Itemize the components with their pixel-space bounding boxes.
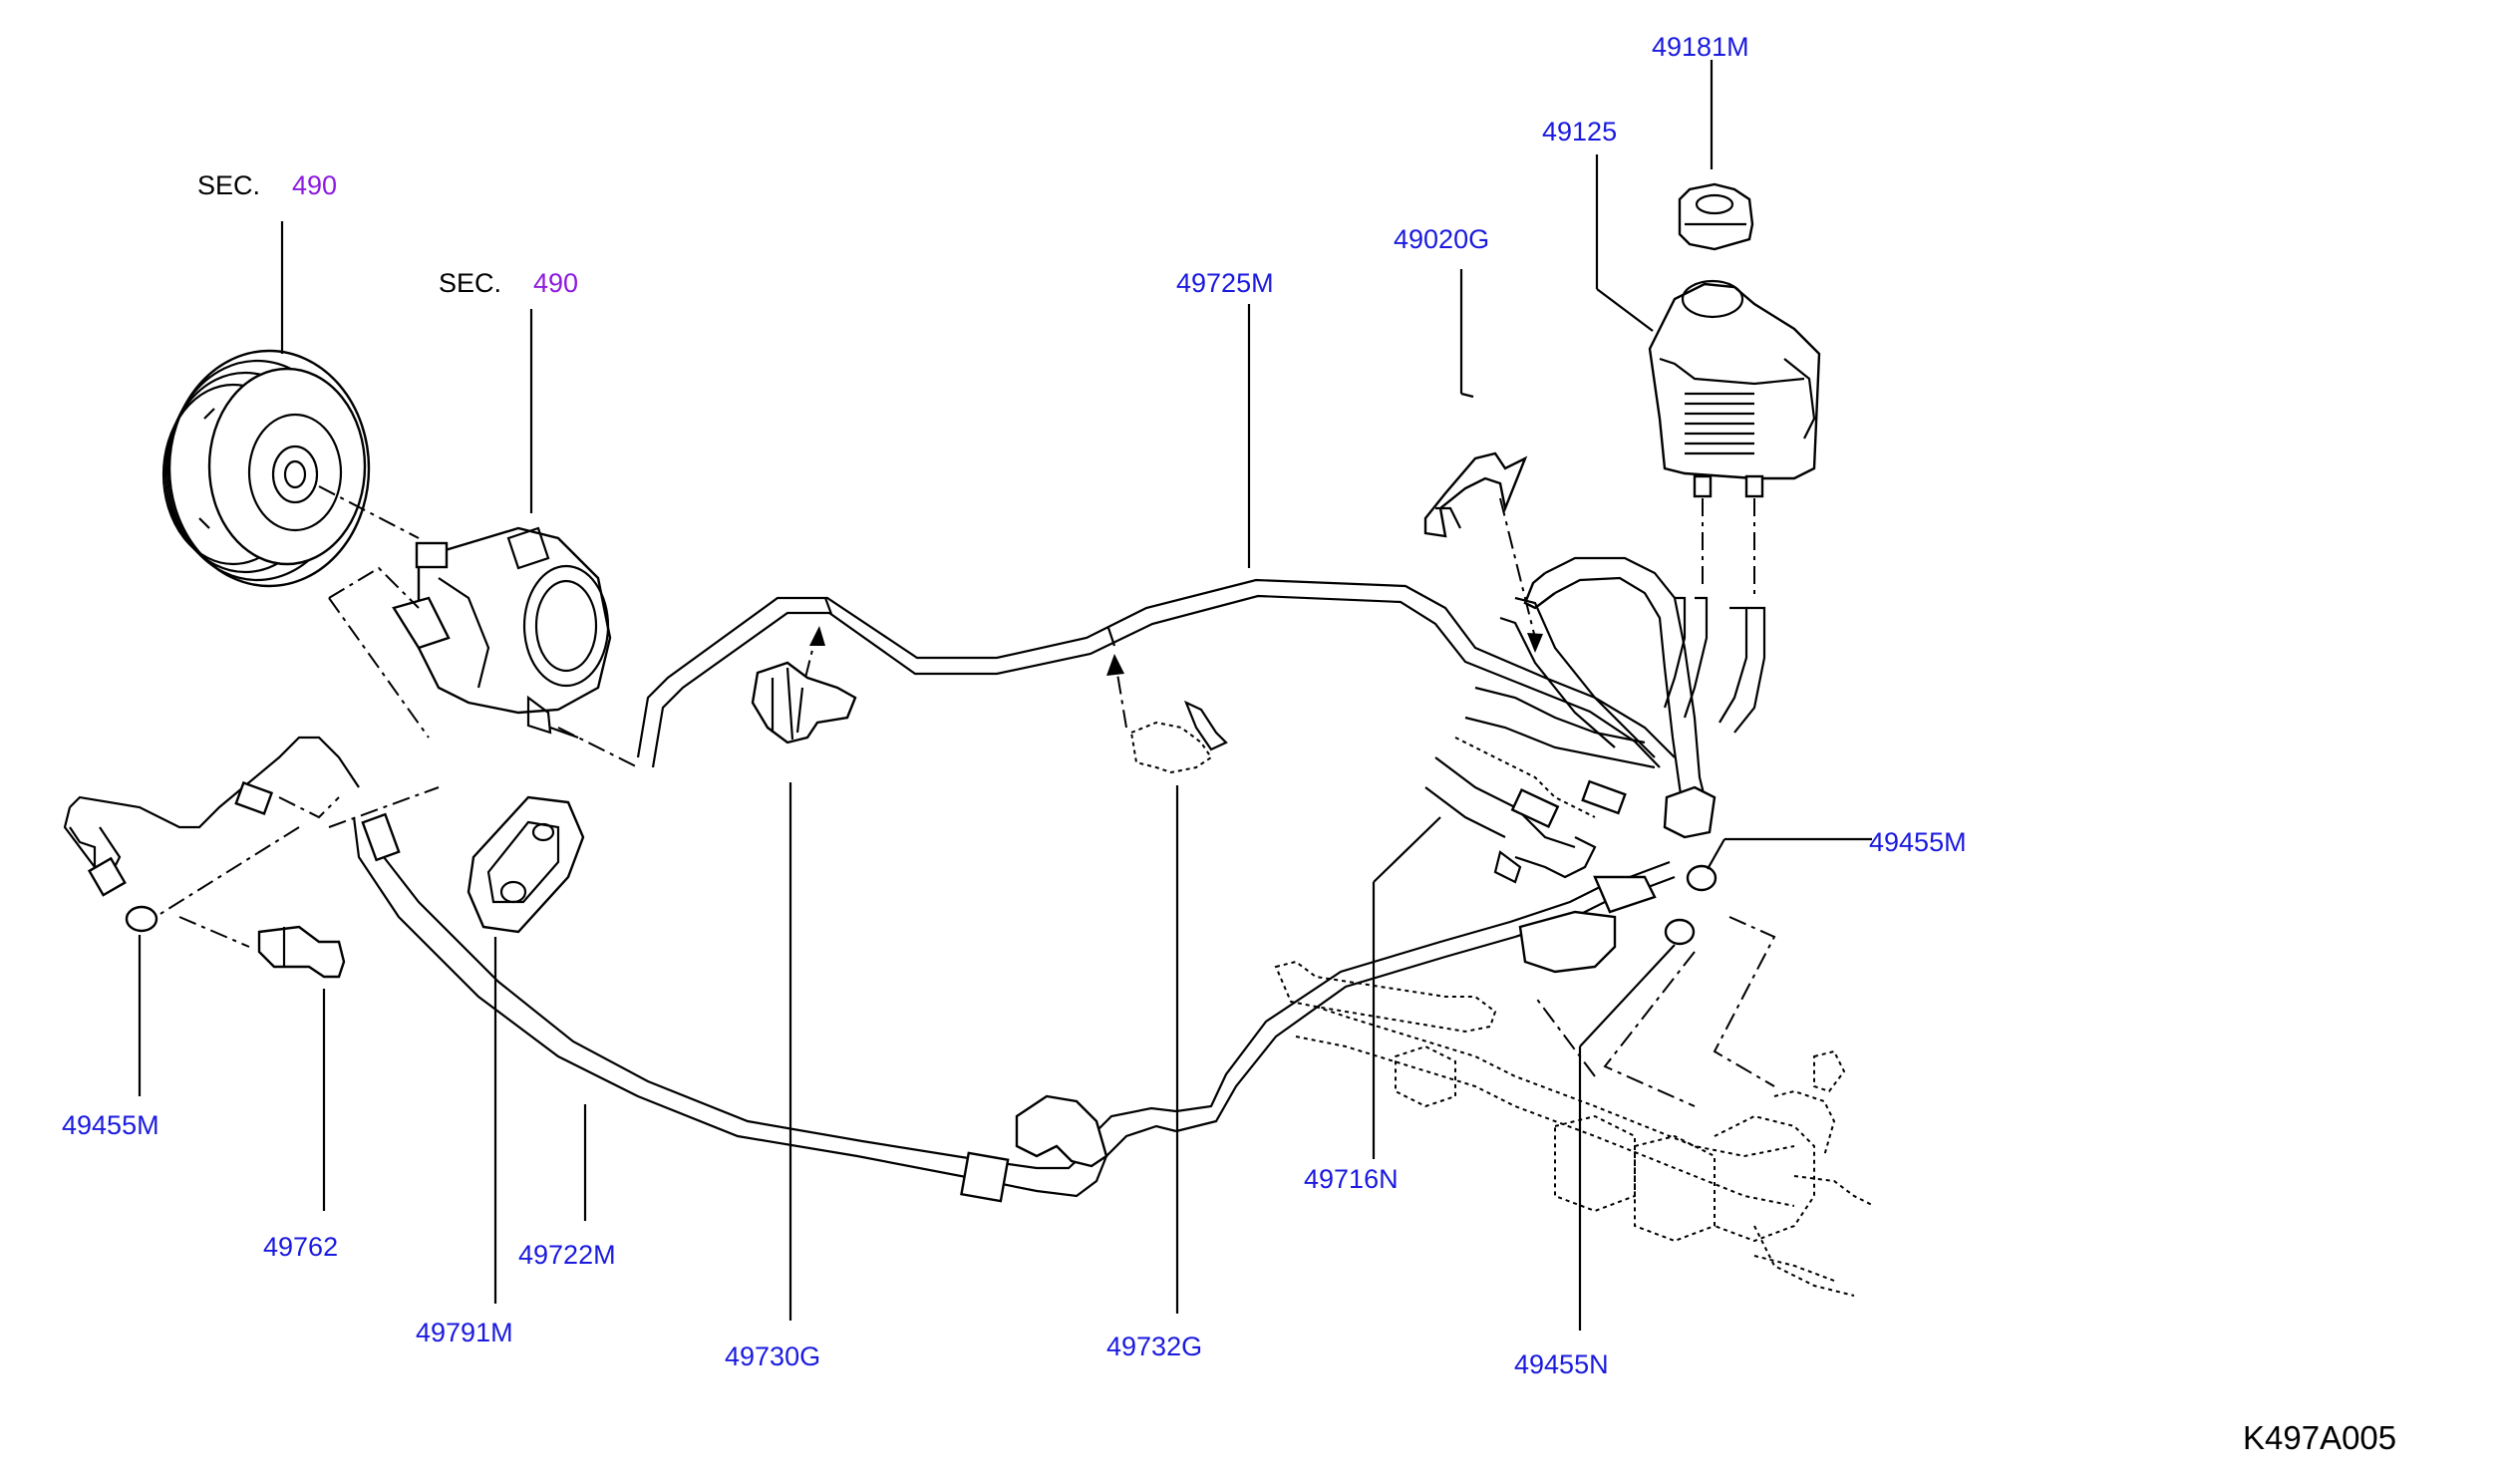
section-label: SEC.: [197, 170, 261, 200]
label-49725M[interactable]: 49725M: [1176, 268, 1274, 298]
section-label: SEC.: [439, 268, 502, 298]
label-49455N[interactable]: 49455N: [1514, 1349, 1609, 1379]
label-49020G[interactable]: 49020G: [1394, 224, 1490, 254]
pressure-pipe-left: [63, 736, 360, 897]
label-49732G[interactable]: 49732G: [1106, 1332, 1203, 1361]
clamp-49730G: [751, 661, 857, 744]
reservoir-bundle: [1424, 556, 1717, 879]
seal-49455M-left: [125, 905, 158, 933]
pipe-49716N: [1175, 860, 1676, 1133]
switch-49762: [257, 925, 346, 979]
hose-49722M: [352, 812, 1177, 1203]
bracket-49791M: [467, 795, 585, 934]
seal-49455M-right: [1686, 864, 1718, 892]
section-number-link[interactable]: 490: [292, 170, 338, 200]
bracket-lower: [1518, 910, 1617, 974]
label-49762[interactable]: 49762: [263, 1232, 339, 1262]
label-49722M[interactable]: 49722M: [518, 1240, 616, 1270]
bracket-mid: [1015, 1094, 1108, 1168]
label-49455M-right[interactable]: 49455M: [1869, 827, 1967, 857]
label-49791M[interactable]: 49791M: [416, 1318, 513, 1347]
label-49181M[interactable]: 49181M: [1652, 32, 1749, 62]
diagram-code: K497A005: [2243, 1419, 2397, 1456]
label-49716N[interactable]: 49716N: [1304, 1164, 1399, 1194]
power-steering-pump: [392, 526, 612, 740]
steering-gear-phantom: [1274, 960, 1875, 1297]
reservoir-cap-49181M: [1678, 182, 1754, 251]
hose-49725M: [636, 578, 1676, 768]
seal-49455N: [1664, 918, 1696, 946]
reservoir-49125: [1648, 279, 1821, 498]
pulley: [161, 349, 371, 588]
label-49455M-left[interactable]: 49455M: [62, 1110, 159, 1140]
section-number-link[interactable]: 490: [533, 268, 579, 298]
label-49125[interactable]: 49125: [1542, 117, 1618, 147]
clamp-49732G: [1129, 700, 1228, 774]
fittings-rack: [1493, 779, 1627, 884]
label-49730G[interactable]: 49730G: [725, 1341, 821, 1371]
bracket-49020G: [1423, 451, 1528, 538]
leader-lines: [138, 60, 1872, 1331]
